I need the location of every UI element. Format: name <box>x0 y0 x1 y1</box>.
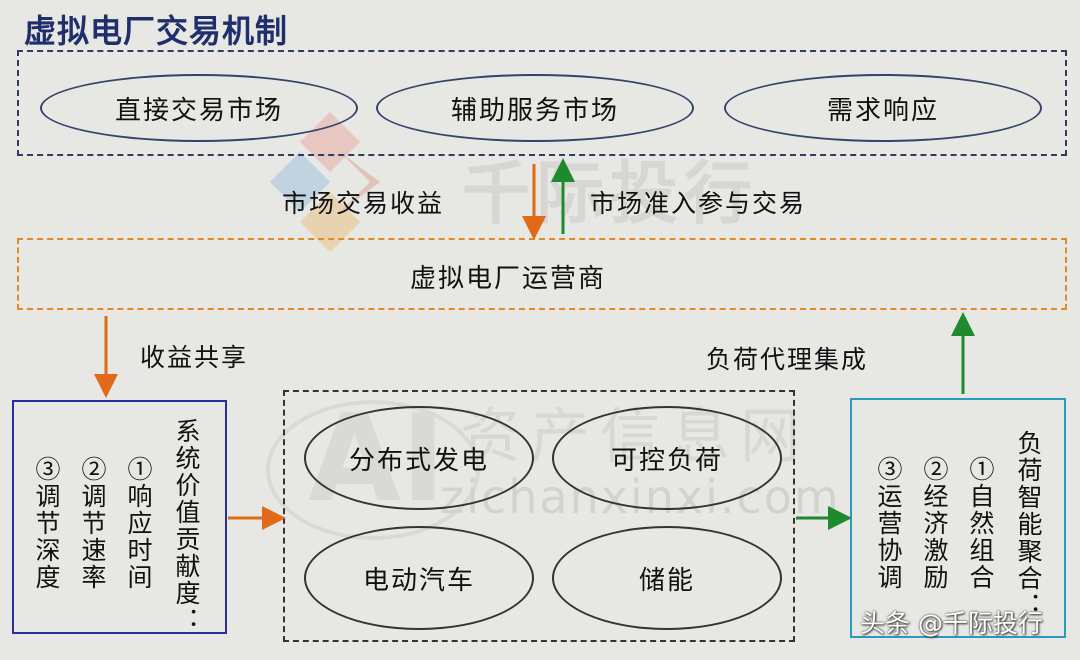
value-heading: 系统价值贡献度： <box>172 418 201 634</box>
resource-controllable-load: 可控负荷 <box>552 406 782 510</box>
aggregation-item-operation: ③运营协调 <box>874 456 903 591</box>
resource-electric-vehicle: 电动汽车 <box>304 526 534 630</box>
value-item-response-time: ①响应时间 <box>124 456 153 591</box>
watermark-brand: 千际投行 <box>462 155 759 234</box>
value-item-ramp-rate: ②调节速率 <box>78 456 107 591</box>
flow-label-load-agency: 负荷代理集成 <box>706 345 869 374</box>
aggregation-heading: 负荷智能聚合： <box>1014 430 1043 619</box>
aggregation-item-natural: ①自然组合 <box>966 456 995 591</box>
market-demand-response: 需求响应 <box>724 74 1042 142</box>
resource-energy-storage: 储能 <box>552 526 782 630</box>
resource-distributed-generation: 分布式发电 <box>304 406 534 510</box>
watermark-logo-icon <box>270 112 380 252</box>
flow-label-market-access: 市场准入参与交易 <box>590 189 807 218</box>
value-contribution-box <box>12 400 227 634</box>
source-credit: 头条 @千际投行 <box>860 609 1043 638</box>
flow-label-market-revenue: 市场交易收益 <box>282 189 445 218</box>
value-item-regulation-depth: ③调节深度 <box>32 456 61 591</box>
market-ancillary-services: 辅助服务市场 <box>376 74 694 142</box>
market-direct-trading: 直接交易市场 <box>40 74 358 142</box>
page-title: 虚拟电厂交易机制 <box>24 12 289 50</box>
flow-label-revenue-sharing: 收益共享 <box>140 343 249 372</box>
markets-group <box>17 50 1067 156</box>
aggregation-item-economic: ②经济激励 <box>920 456 949 591</box>
operator-label: 虚拟电厂运营商 <box>410 264 607 294</box>
